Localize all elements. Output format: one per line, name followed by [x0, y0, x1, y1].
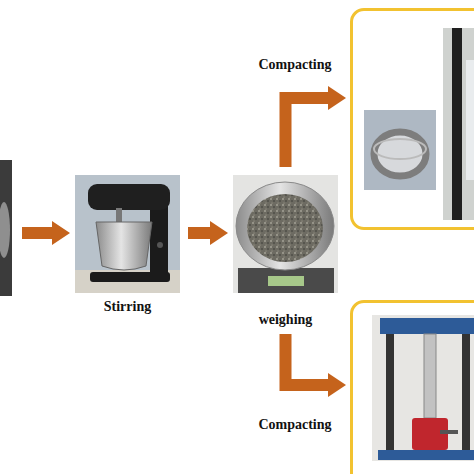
steel-bowl: [236, 182, 334, 270]
mould-photo: [364, 110, 436, 190]
result-panel: Compacting: [350, 8, 474, 230]
flow-arrow: [286, 98, 329, 167]
mixer-beater: [116, 208, 122, 222]
press-photo: [372, 315, 474, 461]
mixer-base: [90, 272, 170, 282]
table-surface: [75, 270, 180, 293]
flow-arrow: [22, 221, 70, 245]
apparatus-photo: [443, 28, 474, 220]
scale-body: [238, 268, 334, 293]
apparatus-panel: [466, 60, 474, 180]
result-panel: Compacting: [350, 300, 474, 474]
step-caption: Compacting: [247, 417, 343, 433]
step-caption: weighing: [233, 312, 338, 328]
step-caption: Compacting: [247, 57, 343, 73]
press-piston: [424, 334, 436, 418]
flow-arrow: [286, 334, 329, 385]
mixer-bowl: [96, 222, 152, 270]
press-post: [386, 334, 394, 456]
mixed-material: [247, 194, 323, 262]
flow-arrow: [188, 227, 210, 239]
press-base: [378, 450, 474, 460]
jack-handle: [440, 430, 458, 434]
weighing-photo: [233, 175, 338, 293]
ring-rim: [374, 139, 426, 159]
mixer-knob: [157, 242, 163, 248]
press-crosshead: [380, 318, 474, 334]
scale-display: [268, 276, 304, 286]
process-photo: Stirring: [75, 175, 180, 315]
sample-material: [0, 202, 10, 258]
apparatus-post: [452, 28, 462, 220]
mixer-photo: [75, 175, 180, 293]
steel-ring: [374, 132, 426, 176]
step-caption: Stirring: [75, 299, 180, 315]
mixer-head: [88, 184, 170, 210]
process-photo: weighing: [233, 175, 338, 330]
press-post: [462, 334, 470, 456]
